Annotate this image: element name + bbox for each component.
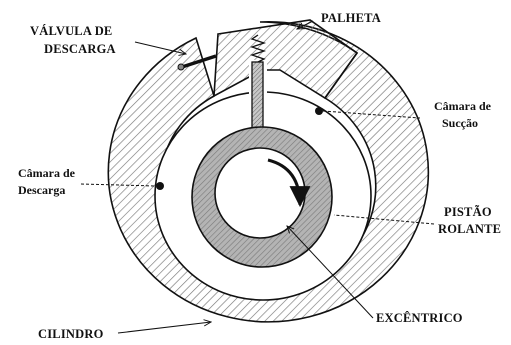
vane-spring [249, 34, 267, 63]
label-piston-line1: PISTÃO [444, 205, 492, 219]
label-vane: PALHETA [321, 11, 381, 25]
label-eccentric: EXCÊNTRICO [376, 311, 463, 325]
vane [251, 61, 264, 131]
label-suction-line1: Câmara de [434, 99, 492, 113]
label-piston-line2: ROLANTE [438, 222, 501, 236]
valve-leader [134, 41, 186, 54]
discharge-leader [80, 183, 157, 187]
cylinder-body [107, 21, 430, 323]
discharge-chamber-dot [156, 182, 164, 190]
label-cylinder: CILINDRO [38, 327, 104, 341]
vane-leader [297, 20, 314, 29]
suction-leader [322, 110, 421, 119]
label-discharge-line1: Câmara de [18, 166, 76, 180]
label-suction-line2: Sucção [442, 116, 478, 130]
discharge-valve-reed [181, 54, 217, 69]
label-valve-line2: DESCARGA [44, 42, 116, 56]
vane-housing [213, 19, 359, 100]
cylinder-leader [117, 322, 211, 334]
label-discharge-line2: Descarga [18, 183, 65, 197]
rotation-arrow-icon [267, 158, 311, 208]
eccentric-shaft [214, 147, 306, 239]
suction-chamber-dot [315, 107, 323, 115]
eccentric-leader [287, 226, 374, 319]
piston-leader [333, 214, 435, 225]
label-valve-line1: VÁLVULA DE [30, 24, 112, 38]
discharge-valve-pivot [177, 63, 185, 71]
